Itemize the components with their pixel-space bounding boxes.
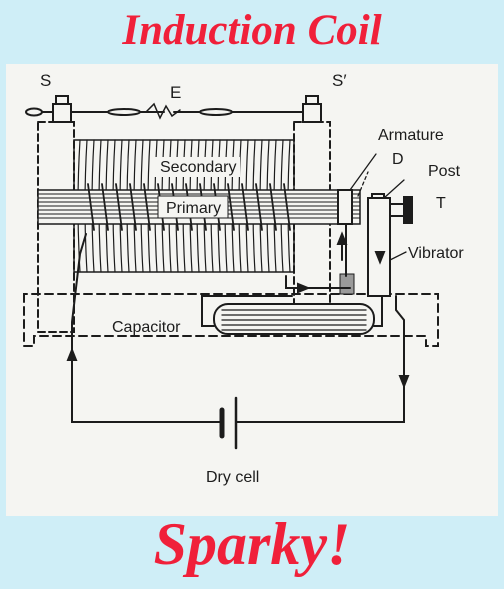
capacitor: [213, 303, 375, 335]
adjusting-screw-t: [389, 203, 405, 217]
label-armature: Armature: [378, 127, 444, 144]
current-arrow-down-right: [398, 375, 410, 389]
coil-end-right: [293, 121, 331, 333]
vibrator-post: [367, 197, 391, 297]
circuit-wire-left: [71, 233, 87, 409]
caption-sparky: Sparky!: [153, 511, 351, 577]
coil-end-left: [37, 121, 75, 333]
label-spark-gap: E: [170, 83, 181, 102]
label-capacitor: Capacitor: [112, 319, 181, 336]
current-arrow-up-mid: [336, 231, 348, 245]
base-block: [23, 293, 439, 347]
current-arrow-down-post: [374, 251, 386, 265]
post-leader: [383, 179, 405, 199]
label-secondary: Secondary: [160, 159, 237, 176]
current-arrow-right-capacitor: [297, 282, 311, 294]
binding-post-right: [302, 95, 322, 123]
label-terminal-s-prime: S′: [332, 71, 347, 90]
label-primary: Primary: [166, 200, 221, 217]
circuit-wire-battery-left: [71, 407, 221, 423]
vibrator-leader: [389, 251, 407, 261]
armature: [337, 189, 353, 225]
d-leader: [357, 171, 369, 197]
circuit-wire-capacitor: [201, 295, 293, 327]
circuit-wire-primary-return: [285, 275, 351, 289]
capacitor-plates: [221, 309, 367, 331]
current-arrow-up-left: [66, 347, 78, 361]
label-post: Post: [428, 163, 461, 180]
circuit-wire-right: [235, 295, 405, 423]
page-title: Induction Coil: [122, 7, 382, 54]
binding-post-left: [52, 95, 72, 123]
spark-line: [145, 102, 181, 120]
label-dry-cell: Dry cell: [206, 469, 259, 486]
armature-leader: [349, 153, 377, 191]
induction-coil-diagram: S E S′ Armature D Post T Secondary Prima…: [6, 64, 498, 516]
label-d: D: [392, 151, 404, 168]
circuit-wire-post: [373, 295, 383, 327]
vibrator-spring: [339, 273, 355, 295]
label-terminal-s: S: [40, 71, 51, 90]
label-vibrator: Vibrator: [408, 245, 464, 262]
adjusting-screw-head: [403, 196, 413, 224]
label-t: T: [436, 195, 446, 212]
